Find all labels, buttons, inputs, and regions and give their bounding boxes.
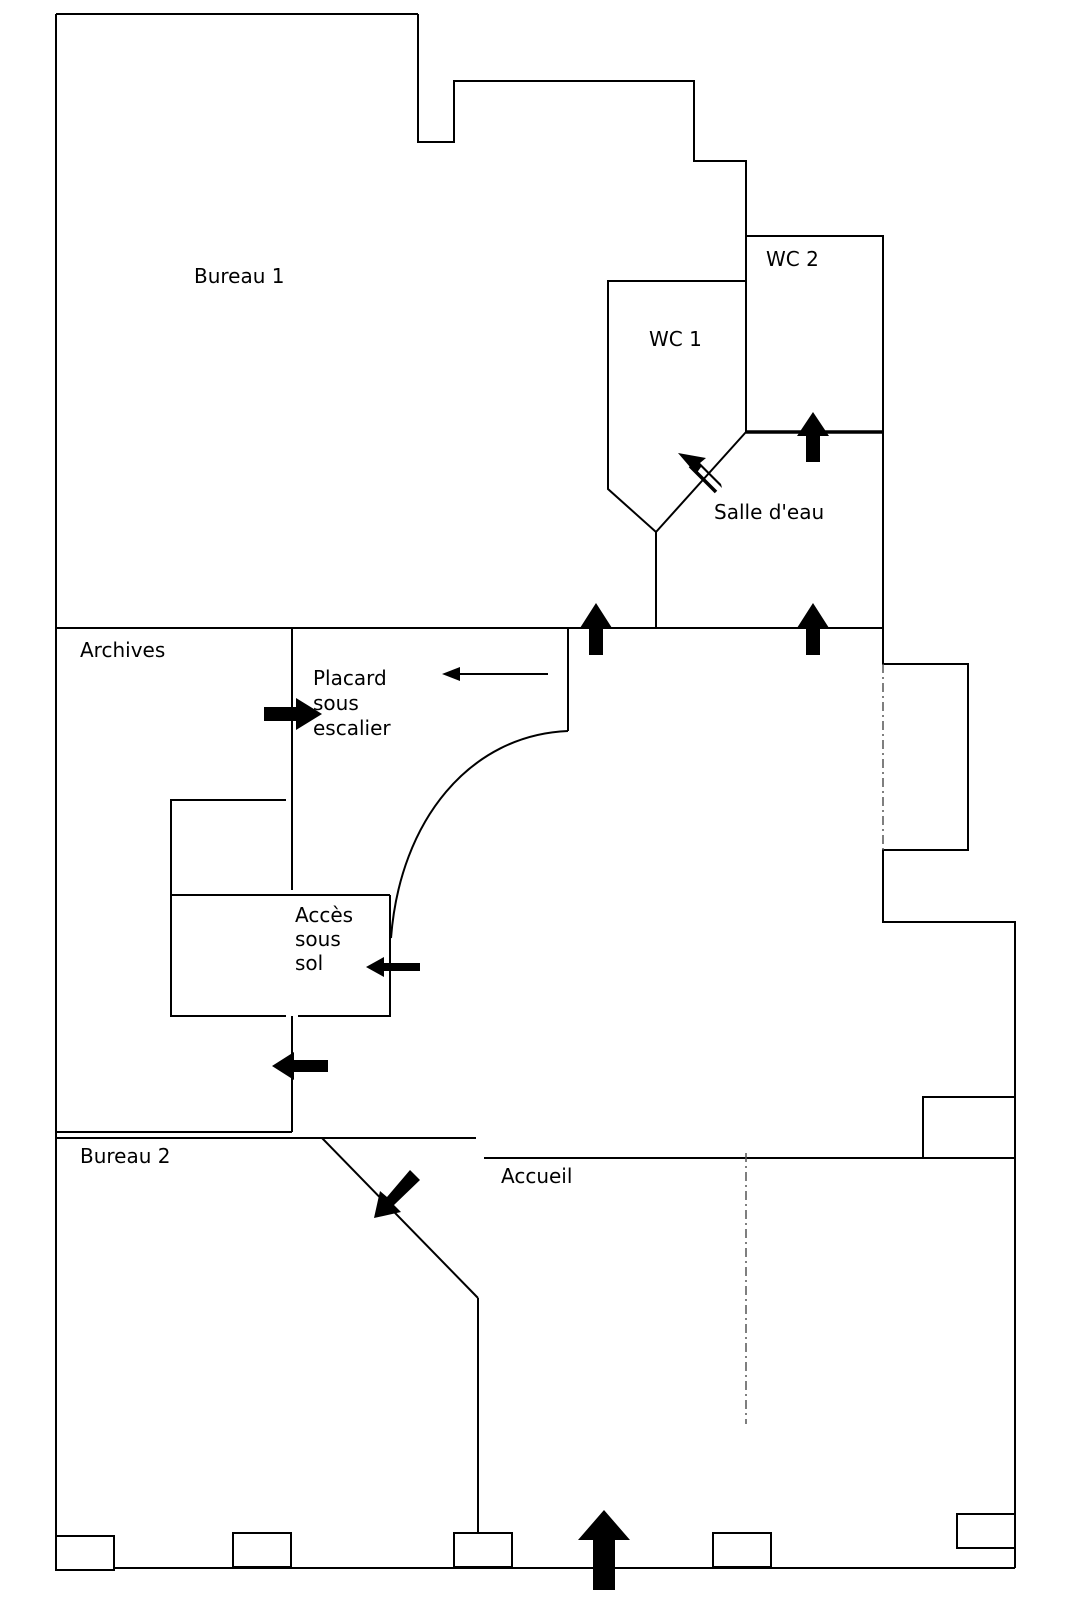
room-label-wc2: WC 2 [766, 247, 819, 271]
fixture-box [232, 1532, 292, 1568]
room-label-placard-line2: sous [313, 691, 359, 715]
walls [55, 13, 1016, 1569]
fixture-box [453, 1532, 513, 1568]
room-label-wc1: WC 1 [649, 327, 702, 351]
arrow-left-icon [272, 1052, 328, 1080]
arrow-left-icon [442, 667, 460, 681]
arrow-up-left-icon [678, 453, 722, 488]
entrance-arrow-up-icon [578, 1510, 630, 1590]
room-label-placard-line1: Placard [313, 666, 387, 690]
room-label-acces-line1: Accès [295, 903, 353, 927]
room-label-accueil: Accueil [501, 1164, 572, 1188]
room-label-bureau1: Bureau 1 [194, 264, 285, 288]
arrow-left-icon [366, 957, 420, 977]
arrow-down-left-icon [374, 1170, 420, 1218]
arrow-up-icon [797, 603, 829, 655]
wall-fixtures [55, 1513, 1016, 1571]
room-labels: Bureau 1 WC 1 WC 2 Salle d'eau Archives … [80, 247, 824, 1188]
direction-arrows [264, 412, 829, 1590]
arrow-up-icon [580, 603, 612, 655]
fixture-box [55, 1535, 115, 1571]
room-label-placard-line3: escalier [313, 716, 391, 740]
fixture-box [712, 1532, 772, 1568]
fixture-box [956, 1513, 1016, 1549]
arrow-right-icon [264, 698, 322, 730]
arrow-up-icon [797, 412, 829, 462]
room-label-acces-line2: sous [295, 927, 341, 951]
room-label-archives: Archives [80, 638, 165, 662]
room-label-bureau2: Bureau 2 [80, 1144, 171, 1168]
room-label-acces-line3: sol [295, 951, 323, 975]
room-label-salle-deau: Salle d'eau [714, 500, 824, 524]
